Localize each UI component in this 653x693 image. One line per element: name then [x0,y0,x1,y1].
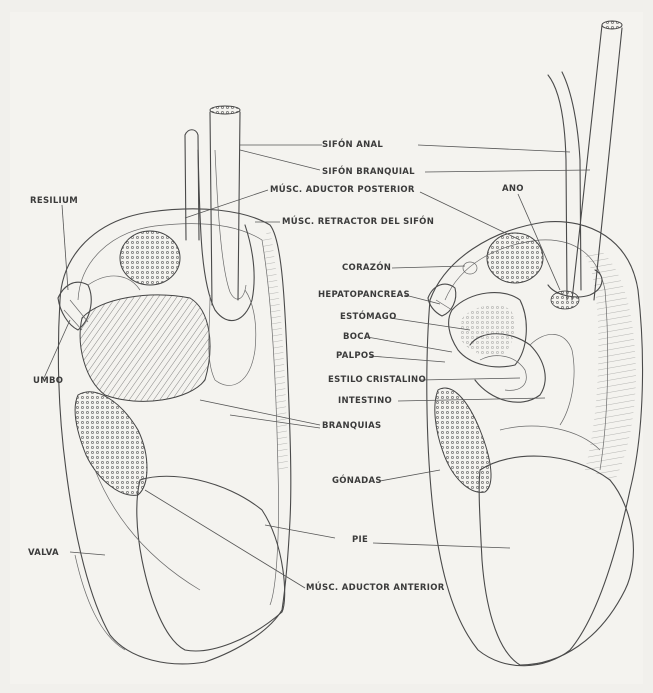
right-specimen [427,21,643,666]
label-estilo-cristalino: ESTILO CRISTALINO [328,375,426,385]
label-hepatopancreas: HEPATOPANCREAS [318,290,410,300]
label-branquias: BRANQUIAS [322,421,381,431]
label-gonadas: GÓNADAS [332,476,382,486]
right-posterior-adductor [487,233,543,283]
left-posterior-adductor [120,231,180,285]
right-foot [479,456,633,665]
label-umbo: UMBO [33,376,63,386]
label-musc-aductor-posterior: MÚSC. ADUCTOR POSTERIOR [270,185,415,195]
label-estomago: ESTÓMAGO [340,312,397,322]
label-musc-retractor-sifon: MÚSC. RETRACTOR DEL SIFÓN [282,217,434,227]
left-branchial-siphon [210,112,240,305]
label-palpos: PALPOS [336,351,375,361]
label-sifon-branquial: SIFÓN BRANQUIAL [322,167,415,177]
label-musc-aductor-anterior: MÚSC. ADUCTOR ANTERIOR [306,583,445,593]
label-ano: ANO [502,184,524,194]
left-gill [80,295,210,401]
right-gonads [435,388,491,492]
left-foot [137,476,285,651]
left-anterior-adductor [75,392,147,495]
label-resilium: RESILIUM [30,196,78,206]
label-valva: VALVA [28,548,59,558]
label-intestino: INTESTINO [338,396,392,406]
left-specimen [58,106,291,664]
label-boca: BOCA [343,332,371,342]
label-corazon: CORAZÓN [342,263,391,273]
label-sifon-anal: SIFÓN ANAL [322,140,383,150]
label-pie: PIE [352,535,368,545]
